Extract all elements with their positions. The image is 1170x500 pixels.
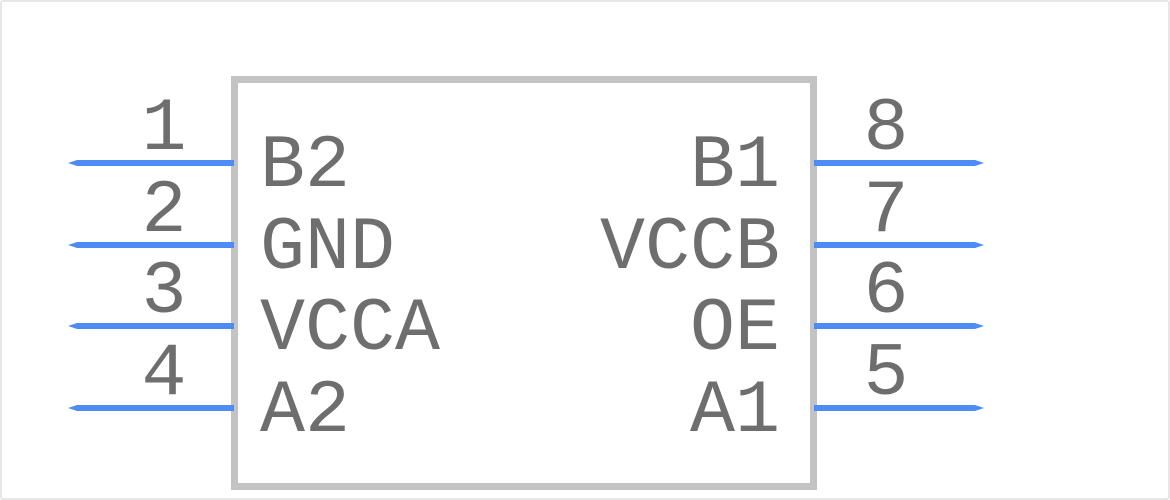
- pin-number-2: 2: [141, 169, 187, 254]
- pin-number-7: 7: [863, 169, 909, 254]
- pin-5-label: A1: [689, 369, 780, 454]
- pin-4-line: [68, 405, 234, 411]
- pin-1-line: [68, 160, 234, 166]
- pin-7-label: VCCB: [599, 206, 780, 291]
- pin-6-label: OE: [689, 287, 780, 372]
- pin-1-label: B2: [260, 124, 351, 209]
- pin-3-line: [68, 323, 234, 329]
- pin-number-8: 8: [863, 87, 909, 172]
- pin-6-line: [814, 323, 984, 329]
- pin-3-label: VCCA: [260, 287, 441, 372]
- pin-number-1: 1: [141, 87, 187, 172]
- pin-8-line: [814, 160, 984, 166]
- pin-number-5: 5: [863, 332, 909, 417]
- pin-2-line: [68, 242, 234, 248]
- pin-7-line: [814, 242, 984, 248]
- pin-5-line: [814, 405, 984, 411]
- pin-4-label: A2: [260, 369, 351, 454]
- pin-number-4: 4: [141, 332, 187, 417]
- symbol-body: [231, 76, 817, 490]
- pin-8-label: B1: [689, 124, 780, 209]
- pin-number-6: 6: [863, 250, 909, 335]
- pin-number-3: 3: [141, 250, 187, 335]
- pin-2-label: GND: [260, 206, 396, 291]
